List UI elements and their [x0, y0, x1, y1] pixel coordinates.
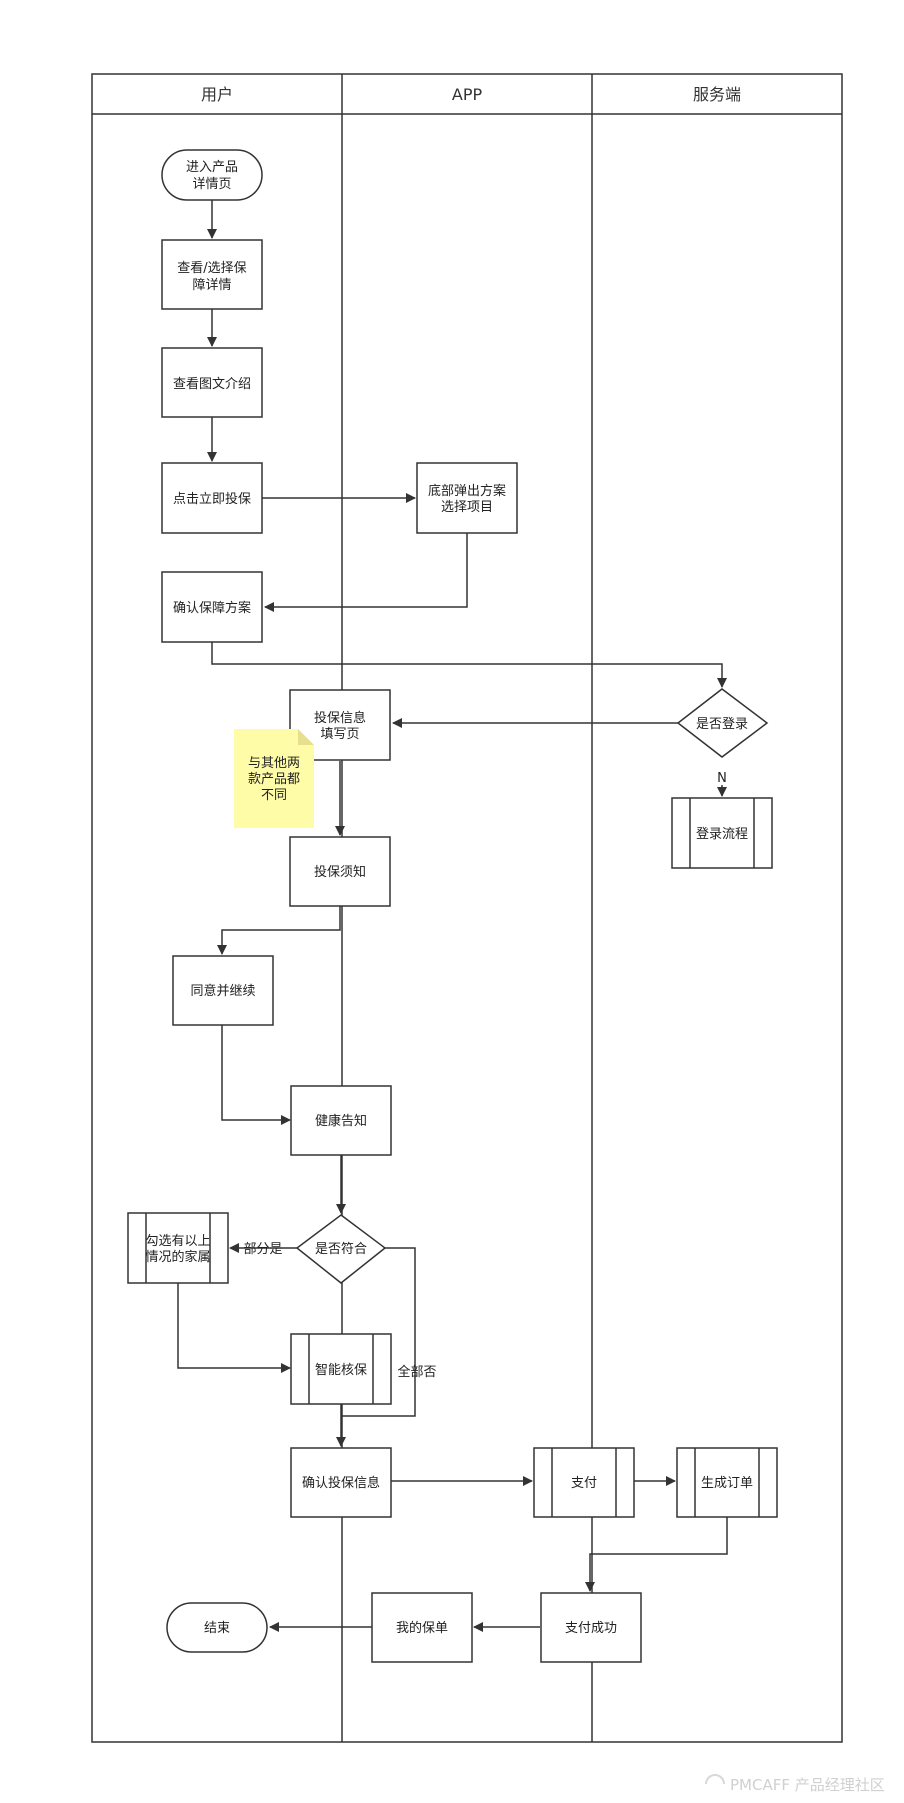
- sticky-note: 与其他两款产品都不同: [234, 729, 314, 828]
- node-check-family: [127, 1212, 229, 1284]
- node-my-policy: [371, 1592, 473, 1663]
- lane-title-app: APP: [452, 85, 483, 104]
- edge-notice-to-agree: [217, 906, 341, 955]
- subprocess-markers: [145, 798, 760, 1517]
- node-pay: [533, 1447, 635, 1518]
- node-agree-continue: [172, 955, 274, 1026]
- label-create-order: 生成订单: [701, 1476, 753, 1491]
- edge-popup-to-confirm: [264, 533, 468, 612]
- label-insure-form: 投保信息填写页: [314, 710, 366, 742]
- node-end: [166, 1602, 268, 1653]
- node-view-intro: [161, 347, 263, 418]
- node-smart-underwriting: [290, 1333, 392, 1405]
- label-click-insure: 点击立即投保: [173, 491, 251, 507]
- node-is-eligible: [295, 1214, 387, 1284]
- node-confirm-info: [290, 1447, 392, 1518]
- label-view-intro: 查看图文介绍: [173, 376, 251, 392]
- svg-text:PMCAFF 产品经理社区: PMCAFF 产品经理社区: [730, 1776, 885, 1794]
- node-login-flow: [671, 797, 773, 869]
- flow-edges: [177, 200, 728, 1632]
- edge-all-no-to-confirm: [341, 1247, 416, 1417]
- label-end: 结束: [204, 1621, 230, 1636]
- lane-title-user: 用户: [201, 85, 233, 104]
- flow-nodes: [127, 149, 778, 1663]
- node-pay-success: [540, 1592, 642, 1663]
- edge-family-to-smart: [177, 1283, 291, 1373]
- node-view-coverage: [161, 239, 263, 310]
- edge-confirm-to-login-check: [211, 642, 727, 688]
- label-insure-notice: 投保须知: [314, 864, 366, 880]
- label-bottom-popup: 底部弹出方案选择项目: [428, 483, 506, 515]
- node-bottom-popup: [416, 462, 518, 534]
- label-health-notice: 健康告知: [315, 1113, 367, 1129]
- node-confirm-plan: [161, 571, 263, 643]
- edge-order-to-success: [585, 1516, 728, 1592]
- label-enter-page: 进入产品详情页: [186, 160, 238, 192]
- svg-text:与其他两款产品都不同: 与其他两款产品都不同: [248, 756, 300, 803]
- node-health-notice: [290, 1085, 392, 1156]
- label-view-coverage: 查看/选择保障详情: [177, 260, 246, 293]
- node-is-logged-in: [676, 688, 769, 758]
- node-enter-page: [161, 149, 263, 201]
- edge-label-partial-yes: 部分是: [243, 1242, 282, 1257]
- node-click-insure: [161, 462, 263, 534]
- watermark-logo-icon: [705, 1774, 725, 1785]
- label-agree-continue: 同意并继续: [190, 983, 255, 999]
- node-insure-notice: [289, 836, 391, 907]
- edge-agree-to-health: [221, 1025, 291, 1125]
- edge-label-login-no: N: [717, 771, 727, 786]
- label-my-policy: 我的保单: [396, 1620, 448, 1636]
- label-smart-underwriting: 智能核保: [315, 1363, 367, 1378]
- edge-label-all-no: 全部否: [397, 1364, 436, 1380]
- label-login-flow: 登录流程: [696, 827, 748, 842]
- label-pay: 支付: [571, 1476, 597, 1491]
- label-confirm-info: 确认投保信息: [302, 1475, 380, 1491]
- watermark: PMCAFF 产品经理社区: [705, 1774, 885, 1794]
- node-create-order: [676, 1447, 778, 1518]
- label-is-eligible: 是否符合: [315, 1241, 367, 1257]
- label-is-logged-in: 是否登录: [696, 717, 748, 732]
- lane-title-server: 服务端: [693, 85, 741, 104]
- label-pay-success: 支付成功: [565, 1621, 617, 1636]
- label-check-family: 勾选有以上情况的家属: [145, 1234, 210, 1265]
- label-confirm-plan: 确认保障方案: [173, 600, 251, 616]
